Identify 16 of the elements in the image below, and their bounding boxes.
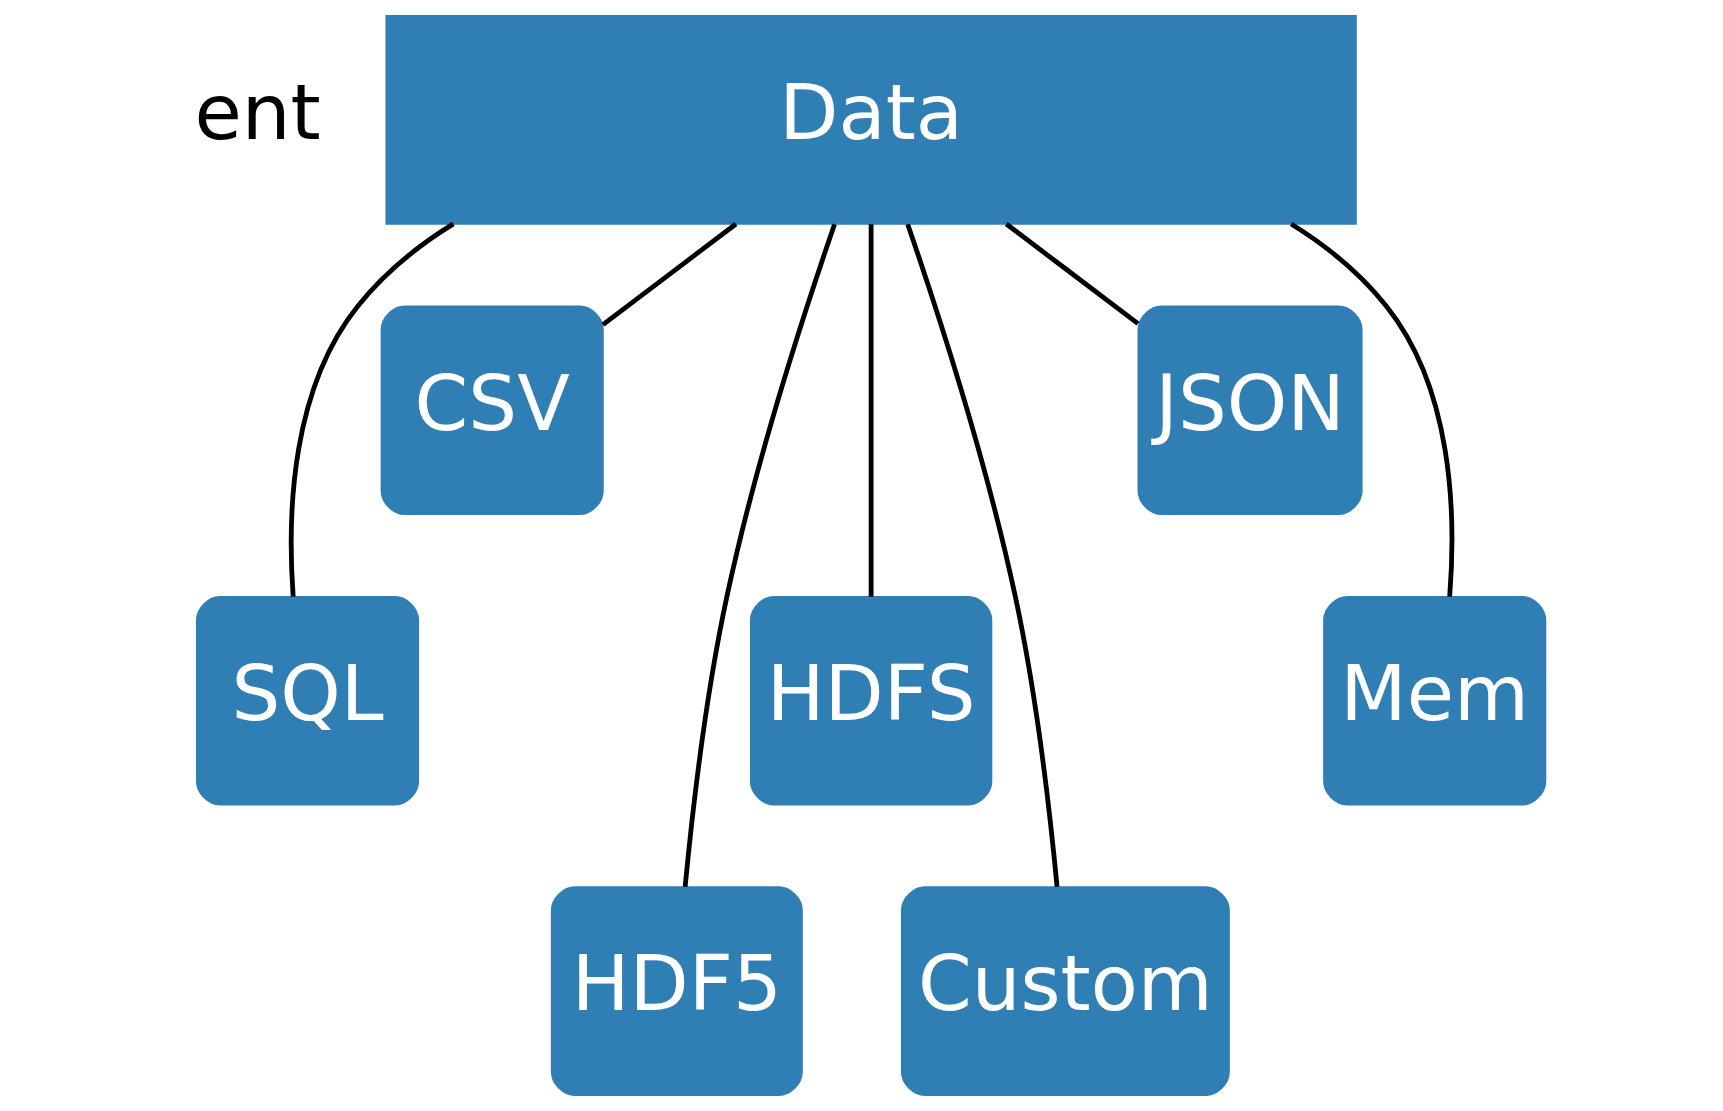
node-box: CSV: [380, 305, 604, 516]
node-box: SQL: [195, 595, 420, 806]
node-box: Custom: [900, 886, 1230, 1096]
node-box: JSON: [1137, 305, 1363, 516]
connector: [1004, 222, 1140, 326]
node-box: HDFS: [749, 595, 993, 806]
label: ent: [194, 68, 321, 158]
node-box: Mem: [1323, 595, 1547, 806]
node-box: Data: [385, 15, 1357, 225]
connector: [868, 224, 874, 597]
connector: [682, 223, 837, 888]
connector: [1289, 221, 1455, 597]
node-box: HDF5: [550, 886, 803, 1096]
connector: [288, 221, 455, 597]
connector: [601, 222, 738, 327]
connector: [905, 223, 1060, 888]
